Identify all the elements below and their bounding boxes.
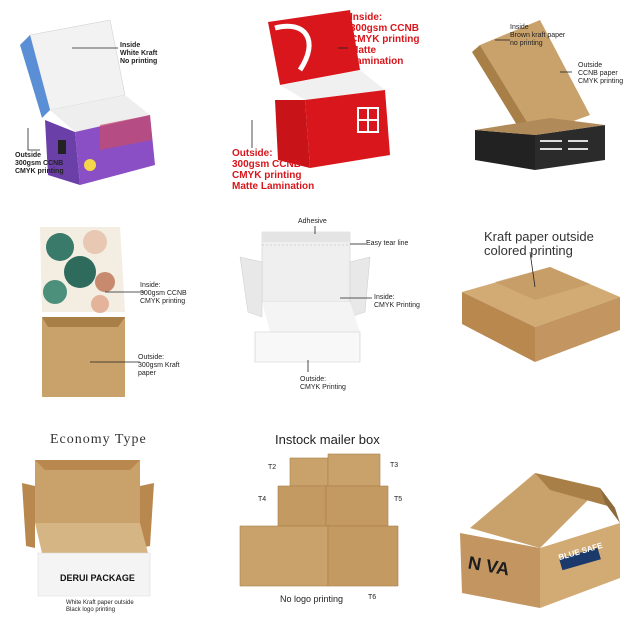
panel-red-mailer: Inside: 300gsm CCNB CMYK printing Matte … bbox=[220, 0, 420, 190]
economy-caption: White Kraft paper outside Black logo pri… bbox=[66, 600, 134, 613]
floral-kraft-box-illustration bbox=[40, 227, 145, 397]
red-mailer-box-illustration bbox=[251, 10, 390, 168]
economy-type-title: Economy Type bbox=[50, 432, 147, 447]
kraft-closed-box-illustration bbox=[462, 251, 620, 362]
panel-floral-mailer: Inside: 300gsm CCNB CMYK printing Outsid… bbox=[0, 212, 200, 402]
black-mailer-box-illustration bbox=[472, 20, 605, 170]
size-label-t4: T4 bbox=[258, 496, 267, 503]
nova-kraft-box-illustration bbox=[460, 473, 620, 608]
economy-box-illustration bbox=[22, 460, 154, 597]
outside-spec-label: Outside: 300gsm Kraft paper bbox=[138, 354, 180, 377]
adhesive-label: Adhesive bbox=[298, 218, 327, 225]
size-label-t5: T5 bbox=[394, 496, 403, 503]
panel-economy-mailer: Economy Type DERUI PACKAGE White Kraft p… bbox=[0, 428, 200, 618]
size-label-t2: T2 bbox=[268, 464, 277, 471]
panel-white-tear-mailer: Adhesive Easy tear line Inside: CMYK Pri… bbox=[220, 212, 420, 402]
inside-spec-label: Inside: CMYK Printing bbox=[374, 294, 420, 309]
outside-spec-label: Outside CCNB paper CMYK printing bbox=[578, 62, 624, 85]
economy-box-brand: DERUI PACKAGE bbox=[60, 573, 135, 583]
outside-spec-label: Outside 300gsm CCNB CMYK printing bbox=[15, 152, 64, 175]
instock-title: Instock mailer box bbox=[275, 432, 380, 447]
inside-spec-label: Inside: 300gsm CCNB CMYK printing bbox=[140, 282, 187, 305]
outside-spec-label: Outside: 300gsm CCNB CMYK printing Matte… bbox=[232, 148, 315, 190]
panel-kraft-printed-mailer: Kraft paper outside colored printing bbox=[440, 212, 640, 402]
tear-line-label: Easy tear line bbox=[366, 240, 409, 247]
size-label-t6: T6 bbox=[368, 594, 377, 601]
size-label-t3: T3 bbox=[390, 462, 399, 469]
panel-instock-mailers: Instock mailer box T2 T3 T4 T5 T6 No log… bbox=[220, 428, 420, 618]
panel-black-mailer: Inside Brown kraft paper no printing Out… bbox=[440, 0, 640, 190]
inside-spec-label: Inside: 300gsm CCNB CMYK printing Matte … bbox=[350, 12, 420, 67]
instock-box-stack-illustration bbox=[239, 453, 399, 587]
inside-spec-label: Inside White Kraft No printing bbox=[120, 42, 158, 65]
purple-mailer-box-illustration bbox=[20, 19, 155, 185]
white-mailer-box-illustration bbox=[239, 226, 372, 372]
outside-spec-label: Outside: CMYK Printing bbox=[300, 376, 346, 391]
inside-spec-label: Inside Brown kraft paper no printing bbox=[510, 24, 566, 47]
kraft-printing-caption: Kraft paper outside colored printing bbox=[484, 229, 594, 258]
panel-printed-mailer: Inside White Kraft No printing Outside 3… bbox=[0, 0, 200, 190]
panel-nova-mailer: N VA BLUE SAFE bbox=[440, 428, 640, 618]
instock-caption: No logo printing bbox=[280, 594, 344, 604]
